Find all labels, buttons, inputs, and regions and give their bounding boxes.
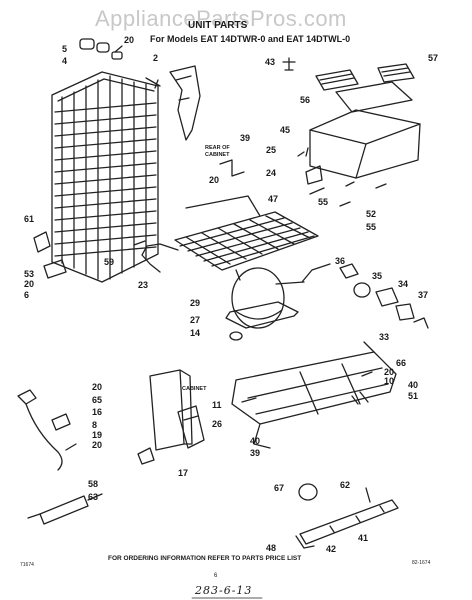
condenser-coil-icon: [51, 71, 159, 283]
callout-label: 16: [92, 407, 103, 417]
callout-label: 55: [366, 222, 377, 232]
callout-label: 26: [212, 419, 223, 429]
power-cord-icon: [17, 389, 77, 471]
annotation-cabinet-lower: CABINET: [182, 386, 207, 392]
callout-label: 39: [250, 448, 261, 458]
tube-icon: [141, 243, 179, 273]
callout-label: 35: [372, 271, 383, 281]
handwritten-note: 283-6-13: [195, 584, 253, 597]
vent-grille-icon: [315, 63, 415, 91]
grommet-icon: [229, 331, 243, 341]
unit-cover-icon: [309, 81, 421, 179]
cabinet-bracket-icon: [149, 369, 205, 451]
mounting-rail-icon: [295, 487, 399, 549]
switch-icon: [137, 447, 155, 465]
callout-label: 23: [138, 280, 149, 290]
annotation-rear-of: REAR OF: [205, 145, 230, 151]
clamp-icon: [33, 231, 67, 279]
gasket-strip-icon: [169, 65, 201, 141]
callout-label: 63: [88, 492, 99, 502]
callout-label: 14: [190, 328, 201, 338]
page-number: 6: [214, 573, 218, 579]
callout-label: 11: [212, 400, 222, 410]
callout-label: 25: [266, 145, 277, 155]
condenser-fittings-icon: [79, 38, 123, 60]
screw-icon: [241, 371, 373, 405]
callout-label: 59: [104, 257, 115, 267]
callout-label: 19: [92, 430, 103, 440]
callout-label: 65: [92, 395, 103, 405]
callout-label: 56: [300, 95, 311, 105]
drier-icon: [27, 493, 103, 525]
callout-label: 20: [92, 440, 103, 450]
callout-label: 37: [418, 290, 429, 300]
callout-label: 55: [318, 197, 329, 207]
compressor-icon: [225, 263, 331, 329]
callout-label: 66: [396, 358, 407, 368]
callout-label: 47: [268, 194, 279, 204]
callout-label: 51: [408, 391, 419, 401]
callout-label: 40: [250, 436, 261, 446]
callout-label: 29: [190, 298, 201, 308]
callout-label: 17: [178, 468, 189, 478]
sleeve-icon: [133, 240, 146, 246]
corner-code-left: 71674: [20, 562, 34, 568]
callout-label: 24: [266, 168, 277, 178]
corner-code-right: 82-1674: [412, 560, 431, 566]
callout-label: 20: [92, 382, 103, 392]
callout-label: 52: [366, 209, 377, 219]
callout-label: 36: [335, 256, 346, 266]
callout-label: 2: [153, 53, 159, 63]
callout-label: 27: [190, 315, 201, 325]
callout-label: 33: [379, 332, 390, 342]
callout-label: 10: [384, 376, 395, 386]
callout-label: 20: [124, 35, 135, 45]
screw-icon: [145, 77, 161, 89]
screw-icon: [309, 181, 387, 207]
callout-label: 45: [280, 125, 291, 135]
callout-label: 20: [209, 175, 220, 185]
diagram-title: UNIT PARTS: [188, 20, 248, 31]
callout-label: 57: [428, 53, 439, 63]
callout-label: 41: [358, 533, 369, 543]
watermark: AppliancePartsPros.com: [95, 6, 347, 31]
clip-icon: [282, 57, 296, 71]
relay-icon: [339, 263, 429, 329]
callout-label: 67: [274, 483, 285, 493]
callout-label: 62: [340, 480, 351, 490]
bracket-icon: [305, 165, 323, 185]
callout-label: 53: [24, 269, 35, 279]
clip-icon: [51, 413, 71, 431]
bracket-icon: [219, 159, 245, 177]
callout-label: 4: [62, 56, 68, 66]
callout-label: 8: [92, 420, 98, 430]
callout-label: 39: [240, 133, 251, 143]
base-frame-icon: [231, 341, 397, 449]
callout-label: 6: [24, 290, 30, 300]
sleeve-icon: [298, 483, 318, 501]
ordering-info-footer: FOR ORDERING INFORMATION REFER TO PARTS …: [108, 555, 302, 562]
callout-label: 43: [265, 57, 276, 67]
callout-label: 34: [398, 279, 409, 289]
callout-label: 20: [384, 367, 395, 377]
callout-label: 58: [88, 479, 99, 489]
evaporator-icon: [174, 195, 319, 271]
callout-label: 5: [62, 44, 68, 54]
callout-label: 42: [326, 544, 337, 554]
callout-label: 40: [408, 380, 419, 390]
callout-label: 48: [266, 543, 277, 553]
annotation-cabinet: CABINET: [205, 152, 230, 158]
screw-icon: [297, 147, 309, 157]
diagram-subtitle: For Models EAT 14DTWR-0 and EAT 14DTWL-0: [150, 34, 351, 44]
callout-label: 61: [24, 214, 35, 224]
callout-label: 20: [24, 279, 35, 289]
